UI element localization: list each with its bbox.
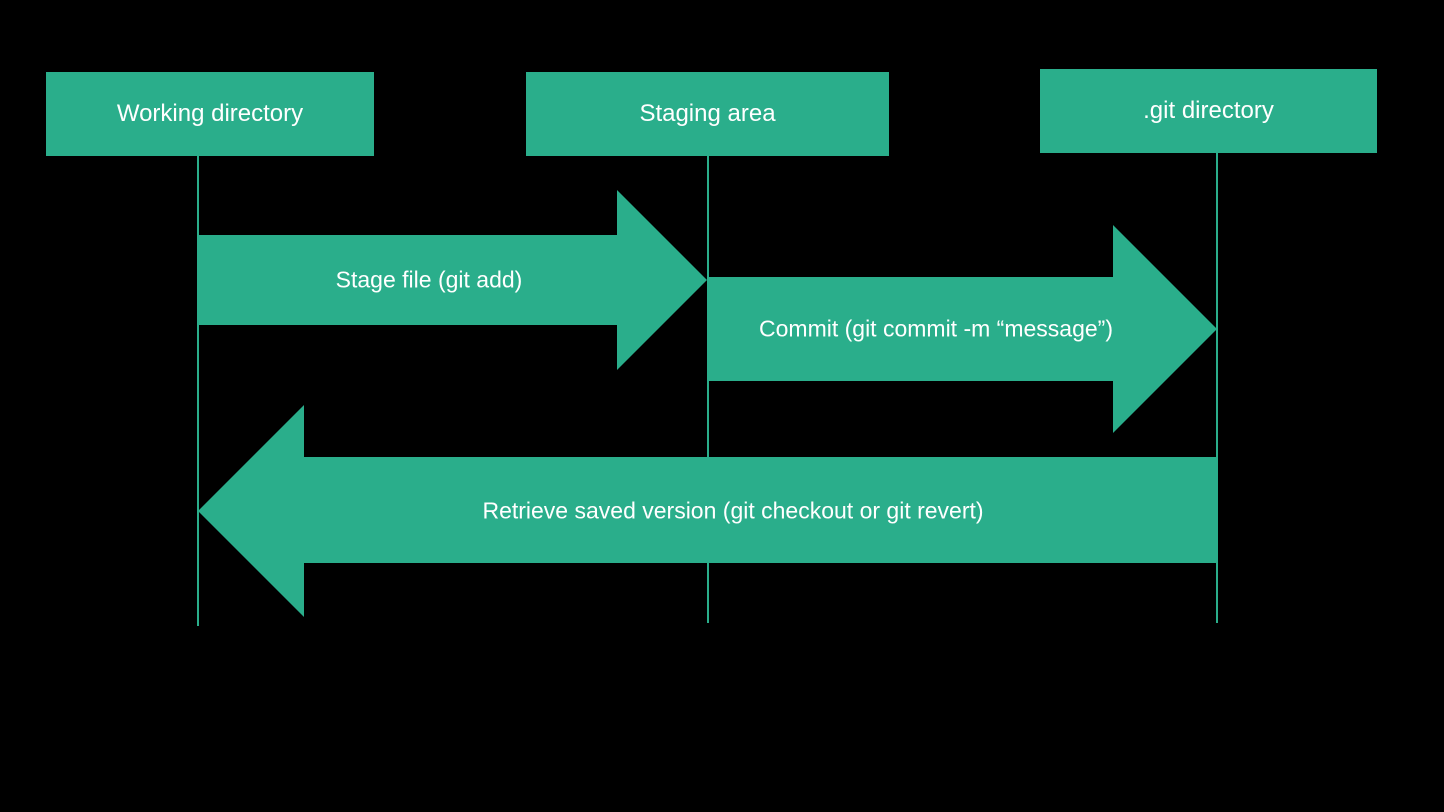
stage-arrow bbox=[198, 190, 707, 370]
working-directory-box: Working directory bbox=[46, 72, 374, 156]
git-directory-label: .git directory bbox=[1143, 97, 1274, 124]
stage-arrow-label: Stage file (git add) bbox=[335, 266, 523, 293]
git-directory-lifeline bbox=[1216, 153, 1218, 623]
commit-arrow-label: Commit (git commit -m “message”) bbox=[759, 315, 1113, 342]
git-directory-box: .git directory bbox=[1040, 69, 1377, 153]
retrieve-arrow bbox=[198, 405, 1217, 617]
retrieve-arrow-label: Retrieve saved version (git checkout or … bbox=[482, 497, 984, 524]
commit-arrow bbox=[707, 225, 1217, 433]
staging-area-lifeline bbox=[707, 156, 709, 623]
working-directory-label: Working directory bbox=[116, 100, 304, 127]
staging-area-box: Staging area bbox=[526, 72, 889, 156]
staging-area-label: Staging area bbox=[639, 100, 776, 127]
working-directory-lifeline bbox=[197, 156, 199, 626]
